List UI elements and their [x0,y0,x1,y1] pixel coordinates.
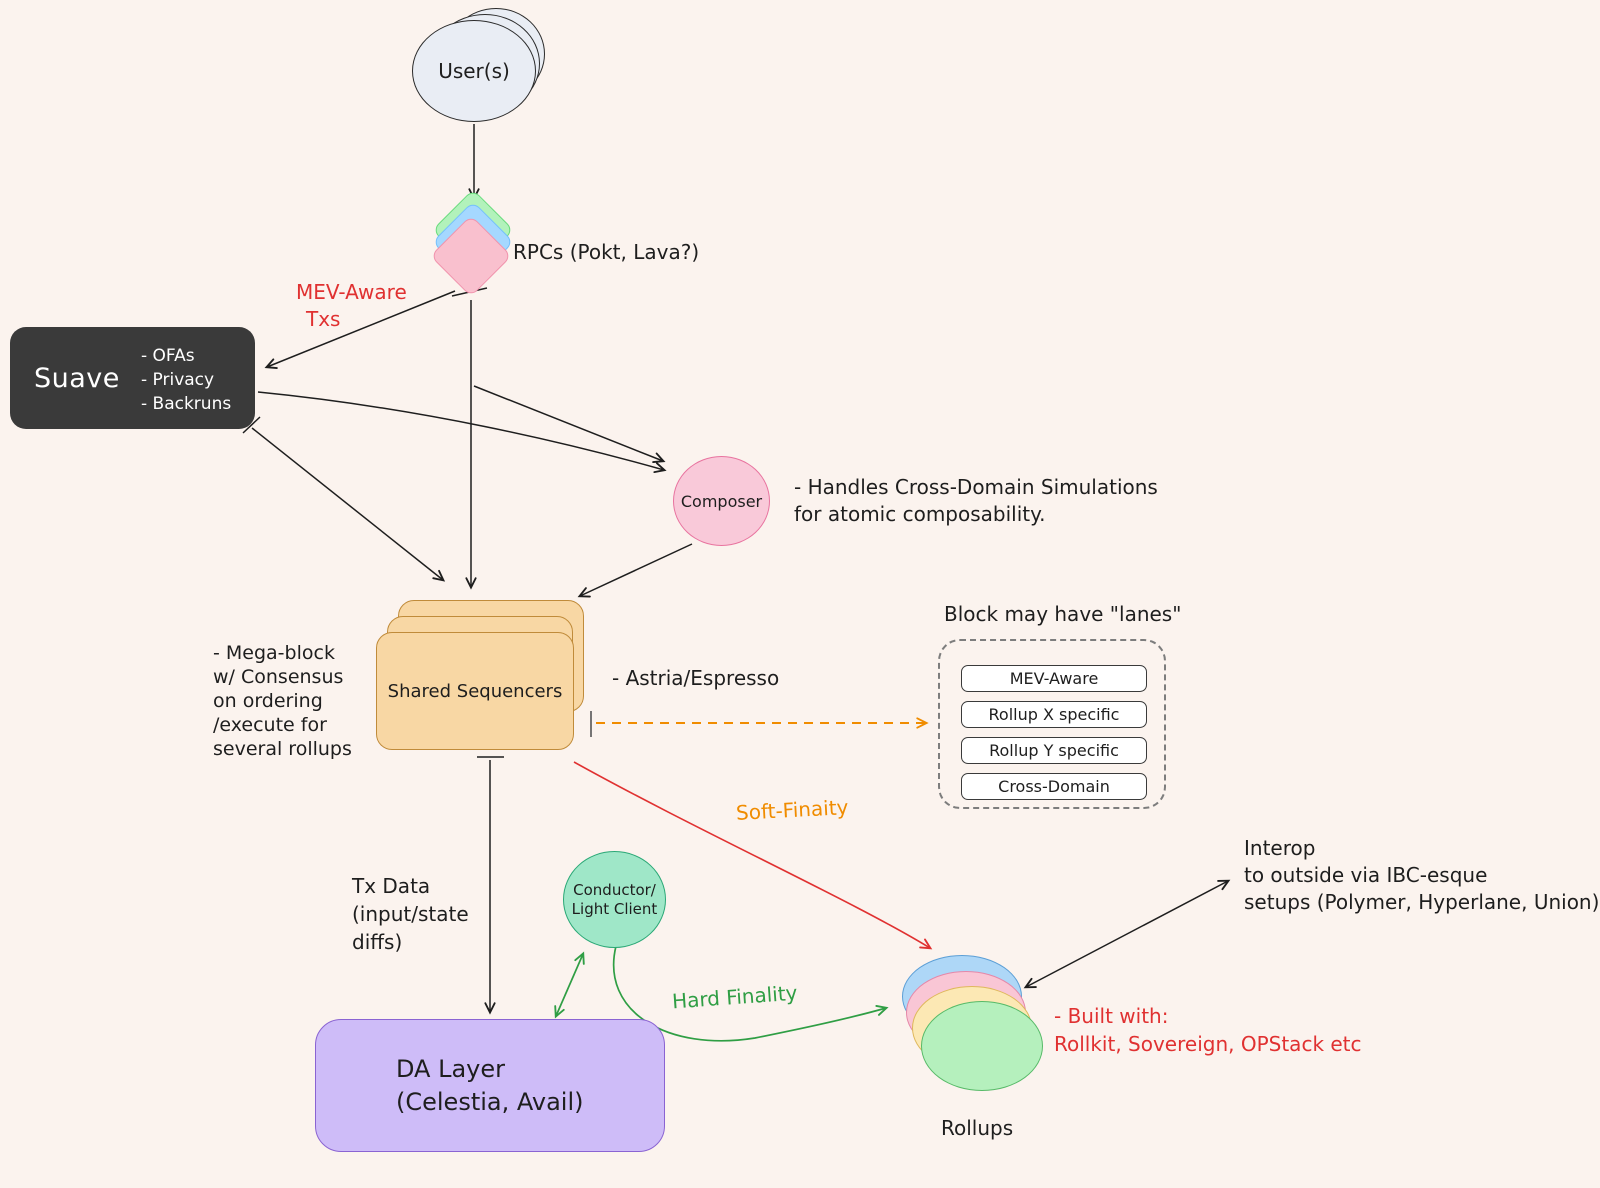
conductor-node: Conductor/ Light Client [563,851,666,948]
rpc-label: RPCs (Pokt, Lava?) [513,240,700,264]
tx-data-line1: Tx Data [352,874,431,898]
shared-sequencers-node: Shared Sequencers [376,632,574,750]
hard-finality-label: Hard Finality [671,980,799,1014]
shared-sequencers-label: Shared Sequencers [387,680,563,702]
lanes-title: Block may have "lanes" [944,602,1182,626]
composer-label: Composer [680,491,763,511]
lane-row-rollup-y: Rollup Y specific [961,737,1147,764]
conductor-line1: Conductor/ [573,880,656,899]
lane-row-cross-domain: Cross-Domain [961,773,1147,800]
suave-item-privacy: - Privacy [141,370,215,390]
lanes-box: MEV-Aware Rollup X specific Rollup Y spe… [938,639,1166,809]
tx-data-line3: diffs) [352,930,403,954]
mega-block-line3: on ordering [213,690,323,712]
da-layer-line2: (Celestia, Avail) [396,1087,584,1116]
built-with-note: - Built with: Rollkit, Sovereign, OPStac… [1054,1002,1362,1058]
tx-data-note: Tx Data (input/state diffs) [352,872,469,956]
lane-row-mev: MEV-Aware [961,665,1147,692]
users-node: User(s) [412,20,536,122]
lane-row-rollup-x: Rollup X specific [961,701,1147,728]
suave-feature-list: - OFAs - Privacy - Backruns [141,344,231,416]
suave-node: Suave - OFAs - Privacy - Backruns [10,327,255,429]
da-layer-node: DA Layer (Celestia, Avail) [315,1019,665,1152]
suave-title: Suave [34,363,120,394]
mega-block-line5: several rollups [213,738,352,760]
suave-item-backruns: - Backruns [141,394,232,414]
composer-note-line2: for atomic composability. [794,502,1046,526]
composer-node: Composer [673,456,770,546]
mega-block-line1: - Mega-block [213,642,335,664]
soft-finality-label: Soft-Finaity [735,795,849,825]
interop-line2: to outside via IBC-esque [1244,863,1488,887]
da-layer-line1: DA Layer [396,1054,506,1083]
astria-espresso-label: - Astria/Espresso [612,666,780,690]
interop-line3: setups (Polymer, Hyperlane, Union) [1244,890,1600,914]
interop-note: Interop to outside via IBC-esque setups … [1244,835,1599,916]
mev-aware-label: MEV-Aware Txs [296,279,407,333]
mev-aware-line2: Txs [306,307,341,331]
composer-note-line1: - Handles Cross-Domain Simulations [794,475,1158,499]
rollup-ellipse-green [921,1001,1043,1091]
built-with-line2: Rollkit, Sovereign, OPStack etc [1054,1032,1362,1056]
suave-item-ofas: - OFAs [141,346,195,366]
users-label: User(s) [438,59,510,83]
mev-aware-line1: MEV-Aware [296,280,407,304]
composer-note: - Handles Cross-Domain Simulations for a… [794,474,1158,528]
mega-block-line4: /execute for [213,714,327,736]
rollups-label: Rollups [941,1116,1014,1140]
built-with-line1: - Built with: [1054,1004,1169,1028]
mega-block-note: - Mega-block w/ Consensus on ordering /e… [213,641,352,761]
mega-block-line2: w/ Consensus [213,666,344,688]
conductor-line2: Light Client [571,899,658,918]
tx-data-line2: (input/state [352,902,469,926]
interop-line1: Interop [1244,836,1316,860]
